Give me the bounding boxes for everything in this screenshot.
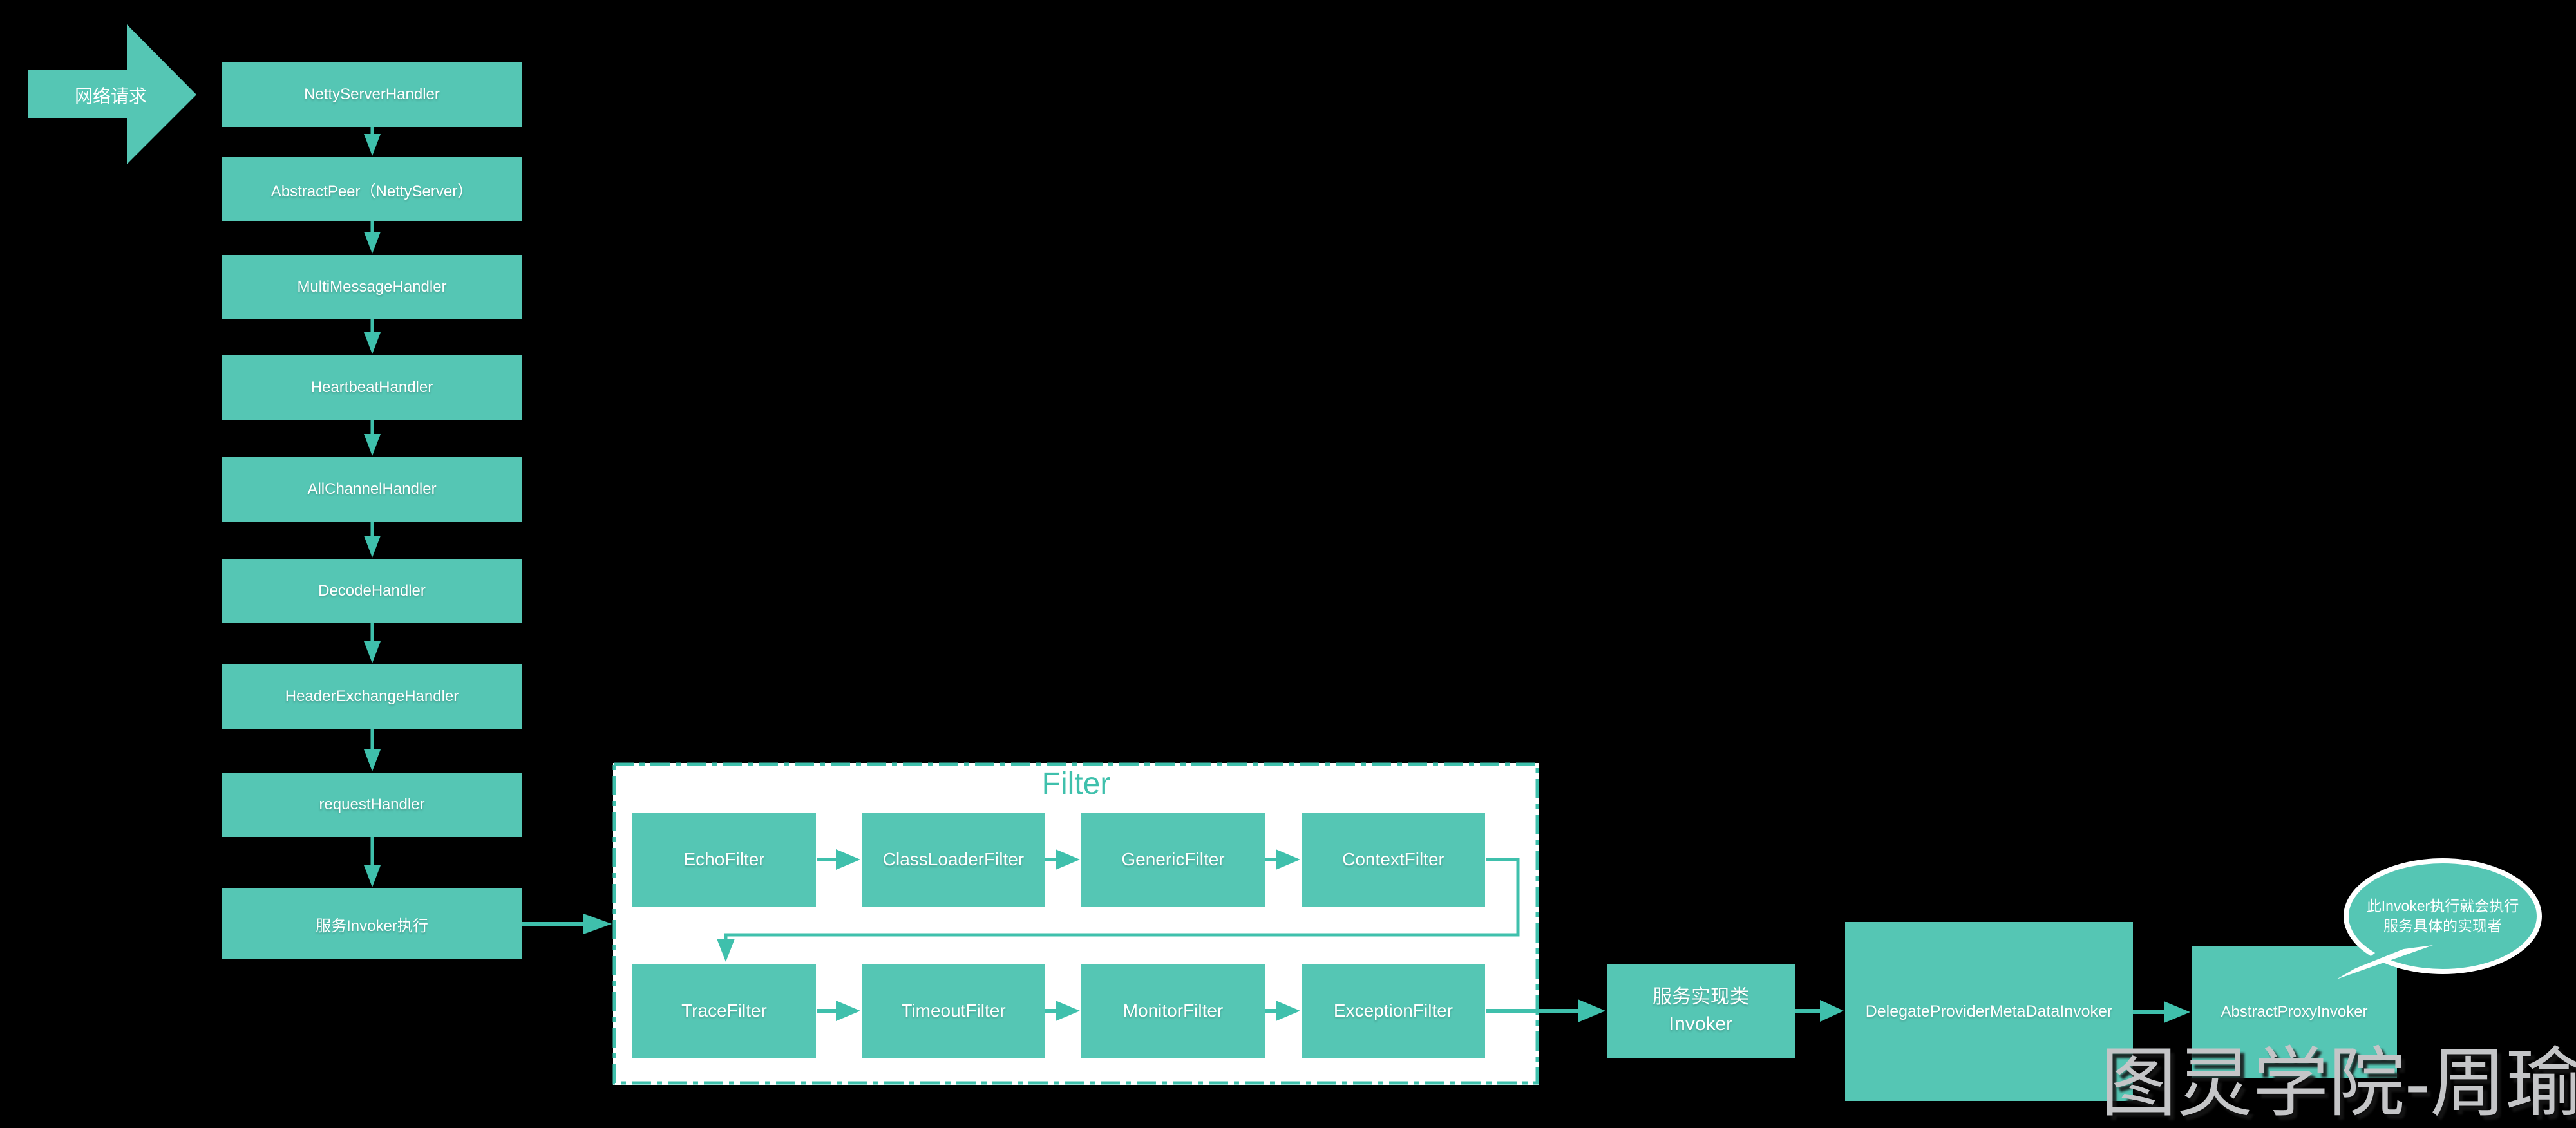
node-header-exchange-handler: HeaderExchangeHandler bbox=[222, 664, 522, 729]
watermark-text: 图灵学院-周瑜 bbox=[2101, 1041, 2576, 1126]
node-service-invoker-exec: 服务Invoker执行 bbox=[222, 888, 522, 959]
node-echo-filter: EchoFilter bbox=[632, 813, 816, 907]
node-trace-filter: TraceFilter bbox=[632, 964, 816, 1058]
node-delegate-provider-metadata-invoker: DelegateProviderMetaDataInvoker bbox=[1845, 922, 2133, 1101]
node-service-impl-invoker: 服务实现类 Invoker bbox=[1607, 964, 1795, 1058]
node-timeout-filter: TimeoutFilter bbox=[862, 964, 1045, 1058]
callout-bubble: 此Invoker执行就会执行 服务具体的实现者 bbox=[2344, 858, 2542, 974]
entry-arrow-label: 网络请求 bbox=[74, 86, 147, 106]
node-decode-handler: DecodeHandler bbox=[222, 559, 522, 623]
node-generic-filter: GenericFilter bbox=[1081, 813, 1265, 907]
node-classloader-filter: ClassLoaderFilter bbox=[862, 813, 1045, 907]
node-heartbeat-handler: HeartbeatHandler bbox=[222, 355, 522, 420]
node-abstract-peer: AbstractPeer（NettyServer） bbox=[222, 157, 522, 221]
node-exception-filter: ExceptionFilter bbox=[1302, 964, 1485, 1058]
filter-group-title: Filter bbox=[1041, 767, 1111, 801]
node-context-filter: ContextFilter bbox=[1302, 813, 1485, 907]
node-monitor-filter: MonitorFilter bbox=[1081, 964, 1265, 1058]
node-multi-message-handler: MultiMessageHandler bbox=[222, 255, 522, 319]
node-netty-server-handler: NettyServerHandler bbox=[222, 62, 522, 127]
node-request-handler: requestHandler bbox=[222, 773, 522, 837]
node-all-channel-handler: AllChannelHandler bbox=[222, 457, 522, 522]
